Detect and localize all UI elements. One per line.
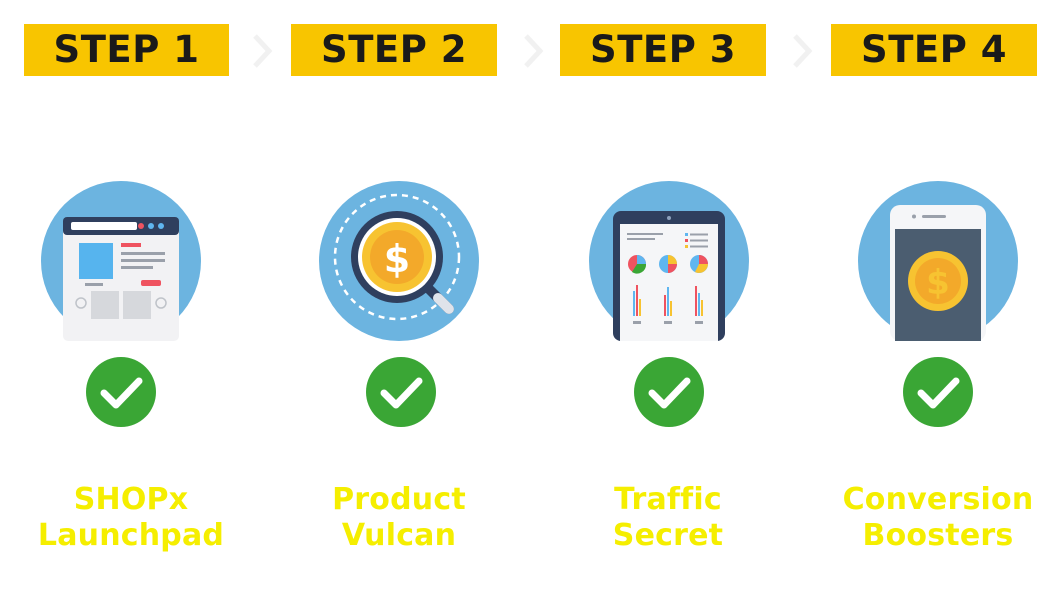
chevron-right-icon <box>793 34 813 68</box>
check-icon <box>366 357 436 427</box>
check-icon <box>634 357 704 427</box>
step-caption: Product Vulcan <box>332 482 466 553</box>
magnifier-dollar-icon: $ <box>319 181 479 341</box>
phone-dollar-icon: $ <box>858 181 1018 341</box>
step-badge: STEP 1 <box>24 24 229 76</box>
step-caption: SHOPx Launchpad <box>37 482 225 553</box>
step-badge: STEP 3 <box>560 24 766 76</box>
step-caption: Conversion Boosters <box>842 482 1034 553</box>
tablet-analytics-icon <box>589 181 749 341</box>
step-3: STEP 3 <box>540 0 780 606</box>
step-badge: STEP 4 <box>831 24 1037 76</box>
svg-text:$: $ <box>384 237 410 281</box>
step-4: STEP 4 $ Conversion Boosters <box>810 0 1050 606</box>
step-caption: Traffic Secret <box>612 482 724 553</box>
step-badge: STEP 2 <box>291 24 497 76</box>
check-icon <box>903 357 973 427</box>
chevron-right-icon <box>253 34 273 68</box>
svg-text:$: $ <box>926 263 950 303</box>
check-icon <box>86 357 156 427</box>
chevron-right-icon <box>524 34 544 68</box>
step-1: STEP 1 SHOPx Launchpad <box>0 0 240 606</box>
browser-window-icon <box>41 181 201 341</box>
step-2: STEP 2 $ Product Vulcan <box>270 0 510 606</box>
